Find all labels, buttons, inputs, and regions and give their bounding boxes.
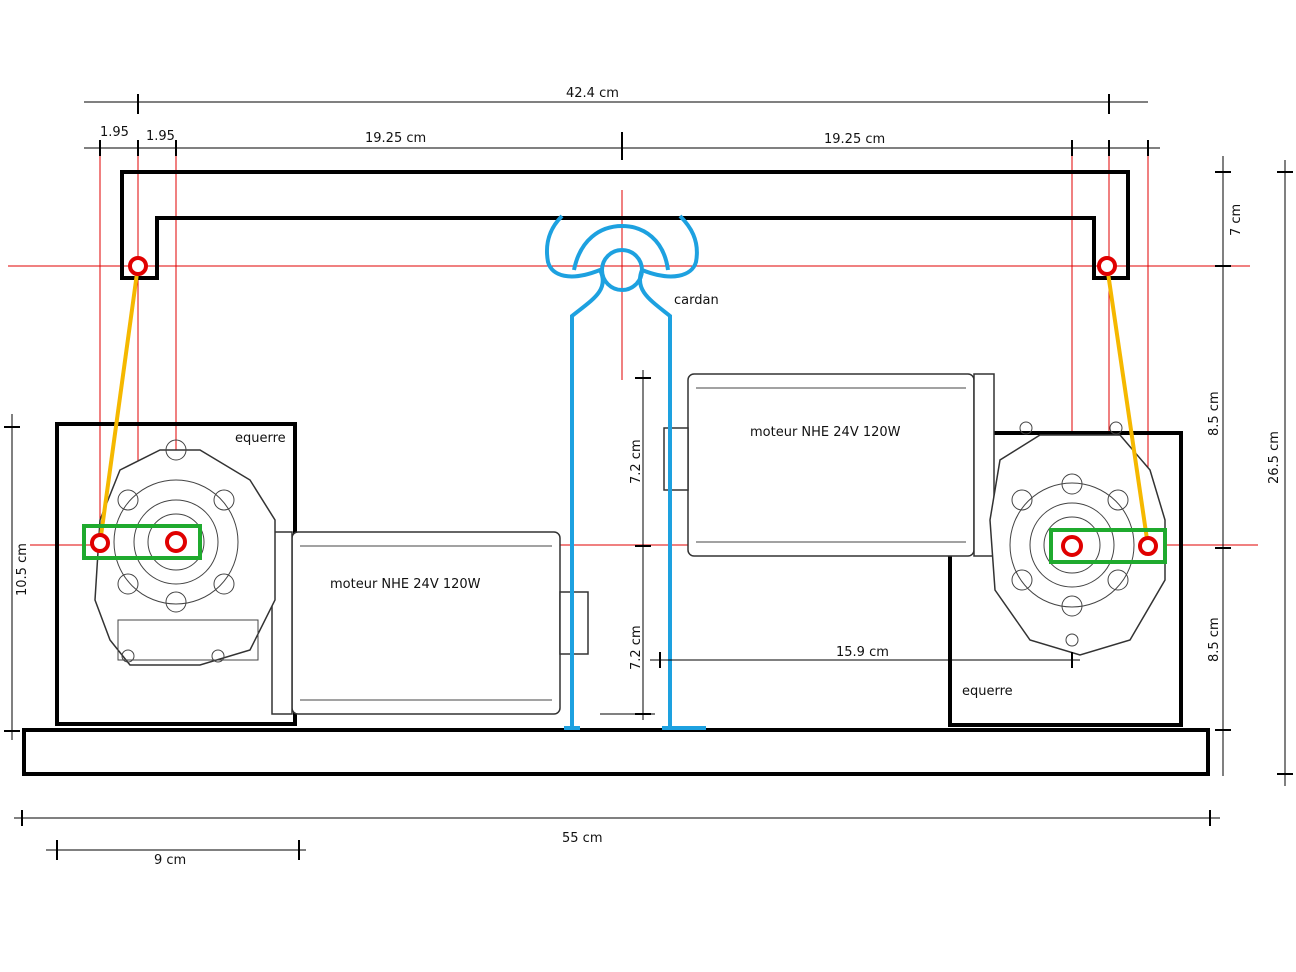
dimension-left-bracket: 10.5 cm xyxy=(4,414,30,740)
motor-shaft-right xyxy=(1061,535,1083,557)
cardan-joint: cardan xyxy=(545,214,719,730)
dimension-bracket-width: 9 cm xyxy=(46,840,306,868)
motor-shaft-left xyxy=(165,531,187,553)
dimension-top-segments: 1.95 1.95 19.25 cm 19.25 cm xyxy=(84,125,1160,160)
dim-label-9cm: 9 cm xyxy=(154,853,186,868)
motor-right-label: moteur NHE 24V 120W xyxy=(750,425,901,440)
dim-label-1-95-a: 1.95 xyxy=(100,125,129,140)
dimension-motor-offset: 15.9 cm xyxy=(650,645,1080,668)
cardan-label: cardan xyxy=(674,293,719,308)
dim-label-7-2-upper: 7.2 cm xyxy=(629,439,644,484)
motor-right: moteur NHE 24V 120W xyxy=(663,373,1166,656)
bracket-left-label: equerre xyxy=(235,431,286,446)
bracket-right xyxy=(948,431,1183,727)
dimension-right-stack: 7 cm 8.5 cm 8.5 cm xyxy=(1207,156,1244,776)
crank-arm-left xyxy=(82,524,202,560)
base-plate xyxy=(22,728,1210,776)
dim-label-19-25-left: 19.25 cm xyxy=(365,131,426,146)
dim-label-26-5: 26.5 cm xyxy=(1267,431,1282,484)
dim-label-10-5: 10.5 cm xyxy=(15,543,30,596)
dimension-base-width: 55 cm xyxy=(14,810,1220,846)
bracket-right-label: equerre xyxy=(962,684,1013,699)
motor-left: moteur NHE 24V 120W xyxy=(94,439,589,715)
dimension-motor-gaps: 7.2 cm 7.2 cm xyxy=(600,370,655,720)
linkage-rod-right xyxy=(1105,265,1150,547)
pivot-top-left xyxy=(128,256,148,276)
motor-left-label: moteur NHE 24V 120W xyxy=(330,577,481,592)
linkage-rod-left xyxy=(98,265,140,544)
dim-label-1-95-b: 1.95 xyxy=(146,129,175,144)
dim-label-15-9: 15.9 cm xyxy=(836,645,889,660)
dim-label-7cm: 7 cm xyxy=(1229,204,1244,236)
dim-label-7-2-lower: 7.2 cm xyxy=(629,625,644,670)
dim-label-55cm: 55 cm xyxy=(562,831,603,846)
dimension-total-height: 26.5 cm xyxy=(1267,160,1293,786)
crank-pin-right xyxy=(1138,536,1158,556)
dim-label-19-25-right: 19.25 cm xyxy=(824,132,885,147)
dim-label-8-5-lower: 8.5 cm xyxy=(1207,617,1222,662)
crank-arm-right xyxy=(1049,528,1167,564)
pivot-top-right xyxy=(1097,256,1117,276)
top-beam xyxy=(120,170,1130,280)
crank-pin-left xyxy=(90,533,110,553)
dim-label-42-4: 42.4 cm xyxy=(566,86,619,101)
dimension-total-top: 42.4 cm xyxy=(84,86,1148,114)
dim-label-8-5-upper: 8.5 cm xyxy=(1207,391,1222,436)
